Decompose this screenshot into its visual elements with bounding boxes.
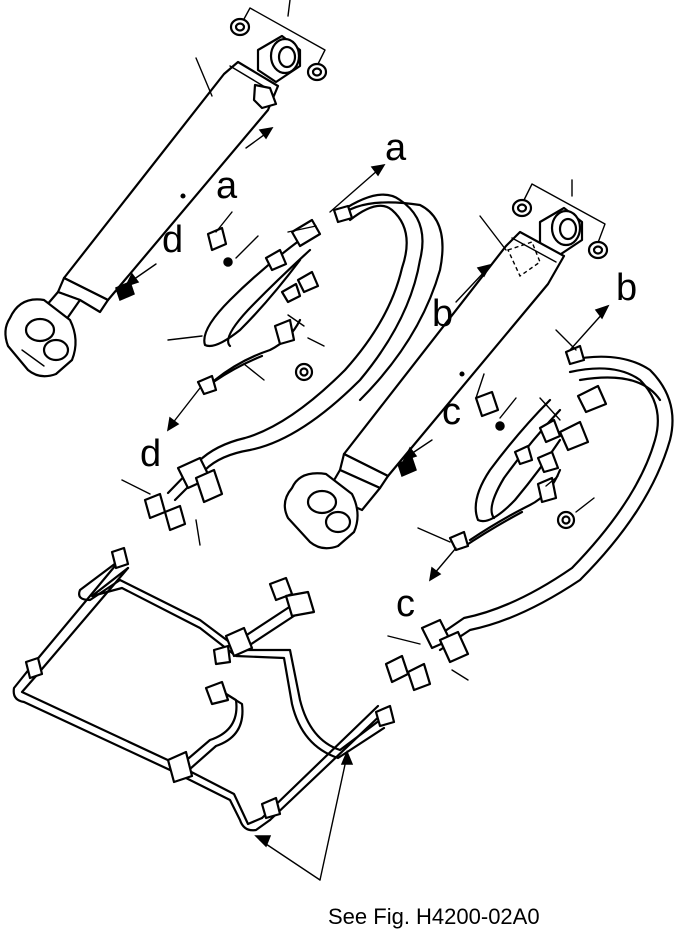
callout-b-right: b [616, 267, 637, 309]
reference-text: See Fig. H4200-02A0 [328, 904, 540, 929]
callout-d-low: d [140, 433, 161, 475]
callout-b-mid: b [432, 293, 453, 335]
direction-arrows [124, 126, 610, 881]
callout-a-mid: a [216, 165, 238, 207]
callout-d-mid: d [162, 219, 183, 261]
callout-a-top: a [385, 127, 407, 169]
callout-c-mid: c [442, 391, 461, 433]
callout-c-low: c [396, 583, 415, 625]
right-cylinder [283, 179, 609, 550]
left-cylinder [4, 0, 328, 378]
tube-frame [12, 546, 396, 832]
right-hose-assembly [384, 329, 674, 692]
left-hose-assembly [121, 193, 444, 546]
